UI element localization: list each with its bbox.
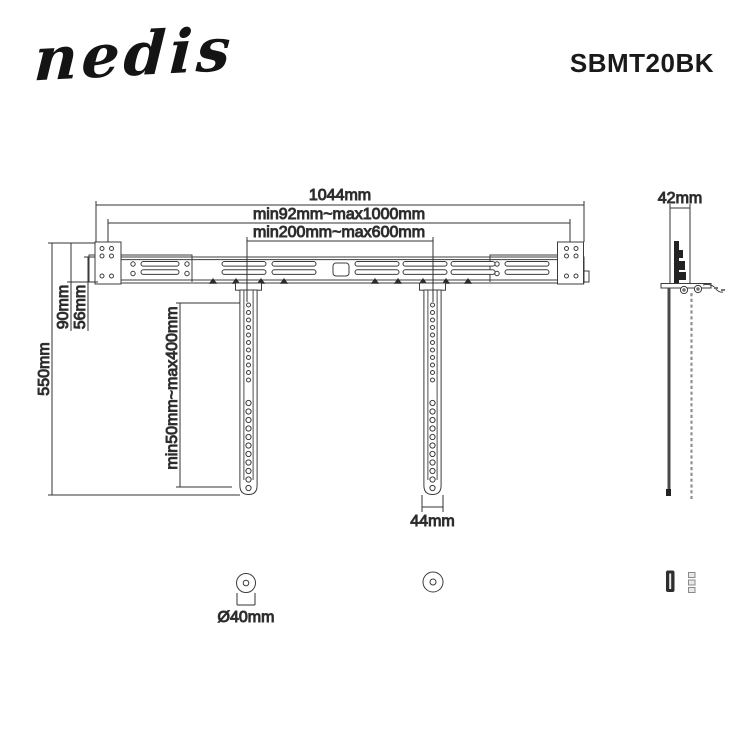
left-arm-bracket — [235, 282, 262, 495]
side-view: 42mm — [657, 190, 725, 499]
washer-top-view — [422, 571, 444, 593]
dim-spacer-diameter: Ø40mm — [217, 593, 275, 627]
soundbar-rail — [88, 254, 590, 284]
dim-rail-height-label: 56mm — [72, 285, 89, 329]
dim-rail-height: 56mm — [72, 256, 95, 331]
dim-wall-mount-range: min92mm~max1000mm — [107, 206, 571, 242]
dim-total-height: 550mm — [36, 242, 240, 496]
dim-arm-foot-width: 44mm — [410, 495, 455, 531]
dim-depth-label: 42mm — [658, 190, 702, 207]
dim-arm-spacing-range: min200mm~max600mm — [246, 224, 434, 302]
dim-total-width-label: 1044mm — [309, 187, 371, 204]
dim-arm-length-range: min50mm~max400mm — [164, 302, 240, 488]
side-arm-profile — [666, 288, 693, 499]
dim-wall-mount-range-label: min92mm~max1000mm — [253, 206, 425, 223]
right-slider — [489, 256, 550, 282]
left-slider — [130, 256, 193, 282]
dim-arm-foot-width-label: 44mm — [410, 513, 454, 530]
dim-arm-length-range-label: min50mm~max400mm — [164, 306, 181, 469]
rail-center-hole — [332, 262, 350, 277]
dim-total-height-label: 550mm — [36, 342, 53, 395]
dim-plate-height: 90mm — [55, 242, 98, 331]
spacer-top-view: Ø40mm — [217, 573, 275, 627]
right-wall-plate — [557, 241, 584, 285]
model-number: SBMT20BK — [569, 48, 714, 78]
dim-spacer-diameter-label: Ø40mm — [218, 609, 275, 626]
side-rail-clamp — [660, 283, 725, 295]
dim-total-width: 1044mm — [95, 187, 585, 242]
dim-plate-height-label: 90mm — [55, 285, 72, 329]
parts-views: Ø40mm — [217, 570, 696, 627]
left-wall-plate — [94, 241, 122, 285]
side-wall-plate — [674, 241, 686, 287]
spacer-side-view — [666, 570, 675, 592]
dim-arm-spacing-range-label: min200mm~max600mm — [253, 224, 425, 241]
washer-side-view — [688, 572, 696, 593]
right-arm-bracket — [419, 282, 446, 495]
front-view: 1044mm min92mm~max1000mm min200mm~max600… — [36, 187, 590, 531]
dim-depth: 42mm — [657, 190, 703, 287]
